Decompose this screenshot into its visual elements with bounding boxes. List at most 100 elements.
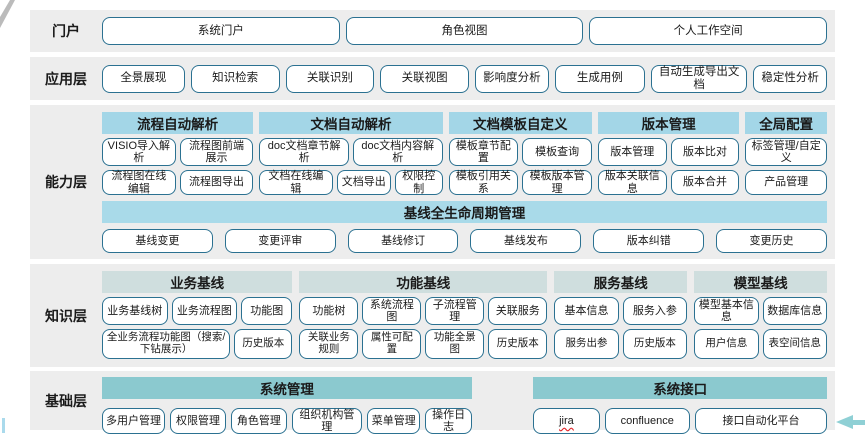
- knowledge-box: 子流程管理: [425, 297, 485, 325]
- baseline-lifecycle-banner: 基线全生命周期管理: [102, 201, 827, 223]
- knowledge-box: 属性可配置: [362, 329, 422, 359]
- baseline-box: 基线发布: [470, 229, 582, 253]
- capability-group-header: 版本管理: [597, 112, 740, 134]
- portal-layer-label: 门户: [52, 23, 80, 39]
- capability-box: 标签管理/自定义: [745, 138, 828, 166]
- knowledge-box: 业务基线树: [102, 297, 168, 325]
- knowledge-box: 功能图: [241, 297, 293, 325]
- baseline-box: 版本纠错: [593, 229, 705, 253]
- application-row: 全景展现 知识检索 关联识别 关联视图 影响度分析 生成用例 自动生成导出文档 …: [102, 63, 827, 94]
- capability-box: 产品管理: [745, 170, 828, 195]
- knowledge-group-service: 服务基线 基本信息 服务入参 服务出参 历史版本: [554, 271, 688, 359]
- baseline-box: 变更历史: [716, 229, 827, 253]
- jira-label: jira: [559, 414, 574, 427]
- foundation-box: 操作日志: [425, 408, 472, 434]
- capability-box: 文档在线编辑: [259, 170, 333, 195]
- foundation-box: confluence: [604, 408, 690, 434]
- corner-fold-decoration: [0, 0, 15, 28]
- capability-box: 文档导出: [336, 170, 392, 195]
- knowledge-box: 关联业务规则: [299, 329, 359, 359]
- capability-box: 流程图在线编辑: [102, 170, 176, 195]
- portal-layer-band: 门户 系统门户 角色视图 个人工作空间: [30, 10, 835, 52]
- capability-layer-band: 能力层 流程自动解析 VISIO导入解析 流程图前端展示 流程图在线编辑 流程图…: [30, 105, 835, 259]
- knowledge-box: 关联服务: [488, 297, 548, 325]
- arrow-head-icon: [836, 415, 853, 429]
- foundation-box: 菜单管理: [366, 408, 421, 434]
- foundation-group-header: 系统接口: [533, 377, 827, 399]
- knowledge-box: 功能全景图: [425, 329, 485, 359]
- capability-box: 流程图前端展示: [179, 138, 254, 166]
- knowledge-box: 系统流程图: [362, 297, 422, 325]
- foundation-group-header: 系统管理: [102, 377, 472, 399]
- knowledge-group-model: 模型基线 模型基本信息 数据库信息 用户信息 表空间信息: [694, 271, 828, 359]
- portal-row: 系统门户 角色视图 个人工作空间: [102, 16, 828, 46]
- baseline-box: 变更评审: [224, 229, 336, 253]
- foundation-box: 权限管理: [170, 408, 226, 434]
- capability-box: 流程图导出: [179, 170, 254, 195]
- capability-box: 模板版本管理: [522, 170, 592, 195]
- capability-group-header: 文档模板自定义: [448, 112, 592, 134]
- foundation-layer-label: 基础层: [45, 392, 87, 409]
- left-arrow-decoration: [836, 415, 865, 429]
- knowledge-box: 数据库信息: [762, 297, 828, 325]
- knowledge-box: 业务流程图: [171, 297, 238, 325]
- capability-box: 版本管理: [597, 138, 667, 166]
- capability-box: 模板引用关系: [448, 170, 519, 195]
- capability-box: doc文档内容解析: [352, 138, 443, 166]
- capability-group-template: 文档模板自定义 模板章节配置 模板查询 模板引用关系 模板版本管理: [448, 112, 592, 195]
- foundation-group-system-interface: 系统接口 jira confluence 接口自动化平台: [533, 377, 827, 434]
- knowledge-group-function: 功能基线 功能树 系统流程图 子流程管理 关联服务 关联业务规则 属性可配置 功…: [299, 271, 548, 359]
- foundation-box: 接口自动化平台: [695, 408, 827, 434]
- knowledge-box: 功能树: [299, 297, 359, 325]
- application-box: 关联视图: [380, 64, 469, 93]
- capability-group-header: 文档自动解析: [259, 112, 443, 134]
- capability-box: 版本比对: [670, 138, 740, 166]
- knowledge-box: 历史版本: [622, 329, 688, 359]
- application-layer-label: 应用层: [45, 70, 87, 87]
- capability-box: doc文档章节解析: [259, 138, 349, 166]
- knowledge-group-header: 功能基线: [299, 271, 548, 293]
- application-box: 自动生成导出文档: [650, 64, 748, 93]
- baseline-box: 基线变更: [102, 229, 213, 253]
- knowledge-box: 全业务流程功能图（搜索/下钻展示）: [102, 329, 231, 359]
- knowledge-box: 用户信息: [694, 329, 759, 359]
- bottom-left-edge-decoration: [2, 418, 5, 433]
- knowledge-box: 表空间信息: [762, 329, 828, 359]
- application-box: 生成用例: [554, 64, 645, 93]
- foundation-groups: 系统管理 多用户管理 权限管理 角色管理 组织机构管理 菜单管理 操作日志 系统…: [102, 377, 827, 434]
- application-box: 影响度分析: [474, 64, 549, 93]
- knowledge-layer-label: 知识层: [45, 307, 87, 324]
- capability-layer-label: 能力层: [45, 174, 87, 190]
- capability-box: VISIO导入解析: [102, 138, 176, 166]
- capability-group-process-parse: 流程自动解析 VISIO导入解析 流程图前端展示 流程图在线编辑 流程图导出: [102, 112, 254, 195]
- capability-box: 模板查询: [522, 138, 592, 166]
- knowledge-groups: 业务基线 业务基线树 业务流程图 功能图 全业务流程功能图（搜索/下钻展示） 历…: [102, 271, 828, 359]
- knowledge-group-header: 模型基线: [694, 271, 828, 293]
- knowledge-group-business: 业务基线 业务基线树 业务流程图 功能图 全业务流程功能图（搜索/下钻展示） 历…: [102, 271, 293, 359]
- application-box: 全景展现: [102, 64, 185, 93]
- arrow-tail: [853, 419, 865, 425]
- capability-box: 权限控制: [395, 170, 443, 195]
- capability-group-doc-parse: 文档自动解析 doc文档章节解析 doc文档内容解析 文档在线编辑 文档导出 权…: [259, 112, 443, 195]
- baseline-box: 基线修订: [347, 229, 459, 253]
- foundation-box: 多用户管理: [102, 408, 166, 434]
- knowledge-box: 模型基本信息: [694, 297, 759, 325]
- capability-group-version: 版本管理 版本管理 版本比对 版本关联信息 版本合并: [597, 112, 740, 195]
- knowledge-box: 历史版本: [488, 329, 548, 359]
- knowledge-layer-band: 知识层 业务基线 业务基线树 业务流程图 功能图 全业务流程功能图（搜索/下钻展…: [30, 264, 835, 367]
- knowledge-box: 服务出参: [554, 329, 619, 359]
- capability-group-header: 流程自动解析: [102, 112, 254, 134]
- capability-groups: 流程自动解析 VISIO导入解析 流程图前端展示 流程图在线编辑 流程图导出 文…: [102, 112, 828, 195]
- baseline-row: 基线变更 变更评审 基线修订 基线发布 版本纠错 变更历史: [102, 229, 827, 253]
- knowledge-box: 服务入参: [622, 297, 688, 325]
- foundation-layer-band: 基础层 系统管理 多用户管理 权限管理 角色管理 组织机构管理 菜单管理 操作日…: [30, 371, 835, 434]
- portal-box: 个人工作空间: [589, 17, 828, 45]
- knowledge-group-header: 服务基线: [554, 271, 688, 293]
- portal-box: 角色视图: [345, 17, 584, 45]
- knowledge-box: 历史版本: [234, 329, 293, 359]
- application-box: 知识检索: [190, 64, 280, 93]
- capability-box: 版本关联信息: [597, 170, 667, 195]
- capability-box: 版本合并: [670, 170, 740, 195]
- foundation-box-jira: jira: [533, 408, 600, 434]
- application-box: 关联识别: [285, 64, 375, 93]
